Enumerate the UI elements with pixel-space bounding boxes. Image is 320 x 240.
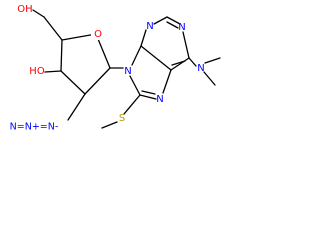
- bond-c2p-n1: [166, 16, 181, 25]
- bond-c2-c3: [60, 70, 86, 95]
- bond-c1-c2: [84, 67, 111, 95]
- dimethylamino-n-label: N: [197, 63, 204, 74]
- bond-s-me: [101, 121, 118, 129]
- n7-label: N: [156, 94, 163, 105]
- bond-n-me-a: [203, 71, 216, 86]
- bond-c6p-c5p: [170, 57, 190, 71]
- ring-oxygen-label: O: [94, 29, 102, 40]
- n3-label: N: [146, 21, 153, 32]
- hydroxymethyl-oh-label: OH: [17, 4, 32, 15]
- bond-n3-c2p: [153, 16, 168, 25]
- bond-n9-c4p: [131, 45, 142, 66]
- azide-label: N=N+=N-: [10, 122, 59, 133]
- bond-c4-c5: [43, 16, 63, 41]
- bond-n7-c5p: [162, 69, 172, 94]
- bond-n9-c8: [129, 75, 141, 96]
- atom-labels: OH HO O N N N N N S N=N+=N-: [10, 4, 205, 133]
- bond-c3-o3: [44, 70, 62, 73]
- bond-c2-azide: [67, 93, 86, 121]
- bond-c6p-nme2: [188, 57, 197, 67]
- bond-c4p-n3: [140, 29, 147, 47]
- bond-c2p-n1-double: [166, 21, 179, 29]
- bond-c5-o5: [32, 9, 45, 18]
- bond-c4p-c5p: [140, 45, 172, 71]
- bond-c6p-c5p-double: [171, 60, 186, 66]
- bond-c8-s: [123, 94, 141, 115]
- bond-c4-o4: [61, 33, 97, 41]
- n1-label: N: [178, 22, 185, 33]
- ring-hydroxyl-label: HO: [29, 66, 45, 77]
- bond-c3-c4: [60, 39, 63, 72]
- bond-c8-n7-double: [141, 90, 156, 95]
- bond-n-me-b: [204, 57, 221, 64]
- thioether-s-label: S: [119, 113, 125, 124]
- bond-c8-n7: [139, 94, 157, 100]
- bonds: [32, 9, 221, 129]
- molecule-structure: OH HO O N N N N N S N=N+=N-: [10, 4, 221, 133]
- bond-n1-c6p: [182, 31, 190, 59]
- n9-label: N: [124, 66, 131, 77]
